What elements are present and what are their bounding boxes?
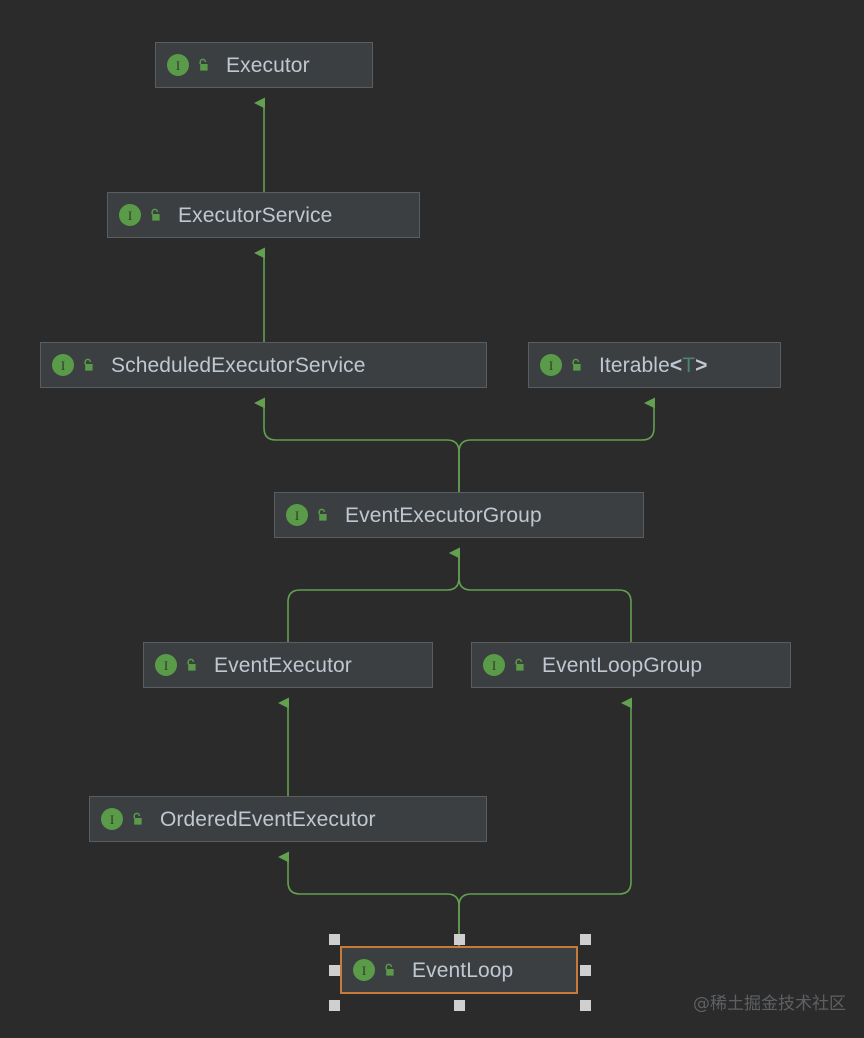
class-label-base: Iterable: [599, 353, 670, 377]
public-unlocked-padlock-icon: [572, 358, 581, 371]
generic-open-bracket: <: [669, 353, 683, 377]
interface-icon: I: [119, 204, 141, 226]
class-label: ExecutorService: [178, 203, 333, 227]
interface-icon: I: [540, 354, 562, 376]
node-icon-group: I: [167, 54, 211, 76]
public-unlocked-padlock-icon: [133, 812, 142, 825]
edge-eeg-iterable: [458, 397, 655, 492]
selection-handle-bottom-center[interactable]: [454, 1000, 465, 1011]
node-icon-group: I: [101, 808, 145, 830]
class-label: Iterable<T>: [599, 355, 708, 376]
selection-handle-middle-left[interactable]: [329, 965, 340, 976]
selection-handle-bottom-right[interactable]: [580, 1000, 591, 1011]
edge-eeg-scheduled: [254, 397, 460, 492]
public-unlocked-padlock-icon: [199, 58, 208, 71]
generic-type-param: T: [682, 353, 696, 377]
class-node-ordered-event-executor[interactable]: I OrderedEventExecutor: [89, 796, 487, 842]
class-node-scheduled-executor-service[interactable]: I ScheduledExecutorService: [40, 342, 487, 388]
selection-handle-bottom-left[interactable]: [329, 1000, 340, 1011]
class-label: Executor: [226, 53, 310, 77]
interface-icon: I: [52, 354, 74, 376]
interface-icon: I: [155, 654, 177, 676]
edge-el-oee: [278, 851, 460, 946]
public-unlocked-padlock-icon: [515, 658, 524, 671]
class-label: EventLoopGroup: [542, 653, 703, 677]
public-unlocked-padlock-icon: [318, 508, 327, 521]
public-unlocked-padlock-icon: [187, 658, 196, 671]
node-icon-group: I: [155, 654, 199, 676]
class-node-event-executor-group[interactable]: I EventExecutorGroup: [274, 492, 644, 538]
node-icon-group: I: [353, 959, 397, 981]
node-icon-group: I: [286, 504, 330, 526]
class-node-executor[interactable]: I Executor: [155, 42, 373, 88]
class-node-event-executor[interactable]: I EventExecutor: [143, 642, 433, 688]
class-node-event-loop-group[interactable]: I EventLoopGroup: [471, 642, 791, 688]
public-unlocked-padlock-icon: [151, 208, 160, 221]
selection-handle-top-right[interactable]: [580, 934, 591, 945]
edge-elg-eeg: [449, 547, 632, 642]
class-label: OrderedEventExecutor: [160, 807, 376, 831]
generic-close-bracket: >: [695, 353, 708, 377]
interface-icon: I: [101, 808, 123, 830]
class-node-executor-service[interactable]: I ExecutorService: [107, 192, 420, 238]
class-label: ScheduledExecutorService: [111, 353, 366, 377]
class-label: EventExecutor: [214, 653, 352, 677]
node-icon-group: I: [119, 204, 163, 226]
selection-handle-middle-right[interactable]: [580, 965, 591, 976]
selection-handle-top-left[interactable]: [329, 934, 340, 945]
interface-icon: I: [483, 654, 505, 676]
class-label: EventLoop: [412, 958, 514, 982]
edge-ee-eeg: [287, 547, 460, 642]
watermark-text: @稀土掘金技术社区: [693, 994, 846, 1014]
node-icon-group: I: [540, 354, 584, 376]
public-unlocked-padlock-icon: [385, 963, 394, 976]
interface-icon: I: [167, 54, 189, 76]
selection-handle-top-center[interactable]: [454, 934, 465, 945]
class-node-iterable[interactable]: I Iterable<T>: [528, 342, 781, 388]
public-unlocked-padlock-icon: [84, 358, 93, 371]
class-label: EventExecutorGroup: [345, 503, 542, 527]
class-node-event-loop[interactable]: I EventLoop: [340, 946, 578, 994]
node-icon-group: I: [52, 354, 96, 376]
node-icon-group: I: [483, 654, 527, 676]
interface-icon: I: [286, 504, 308, 526]
interface-icon: I: [353, 959, 375, 981]
